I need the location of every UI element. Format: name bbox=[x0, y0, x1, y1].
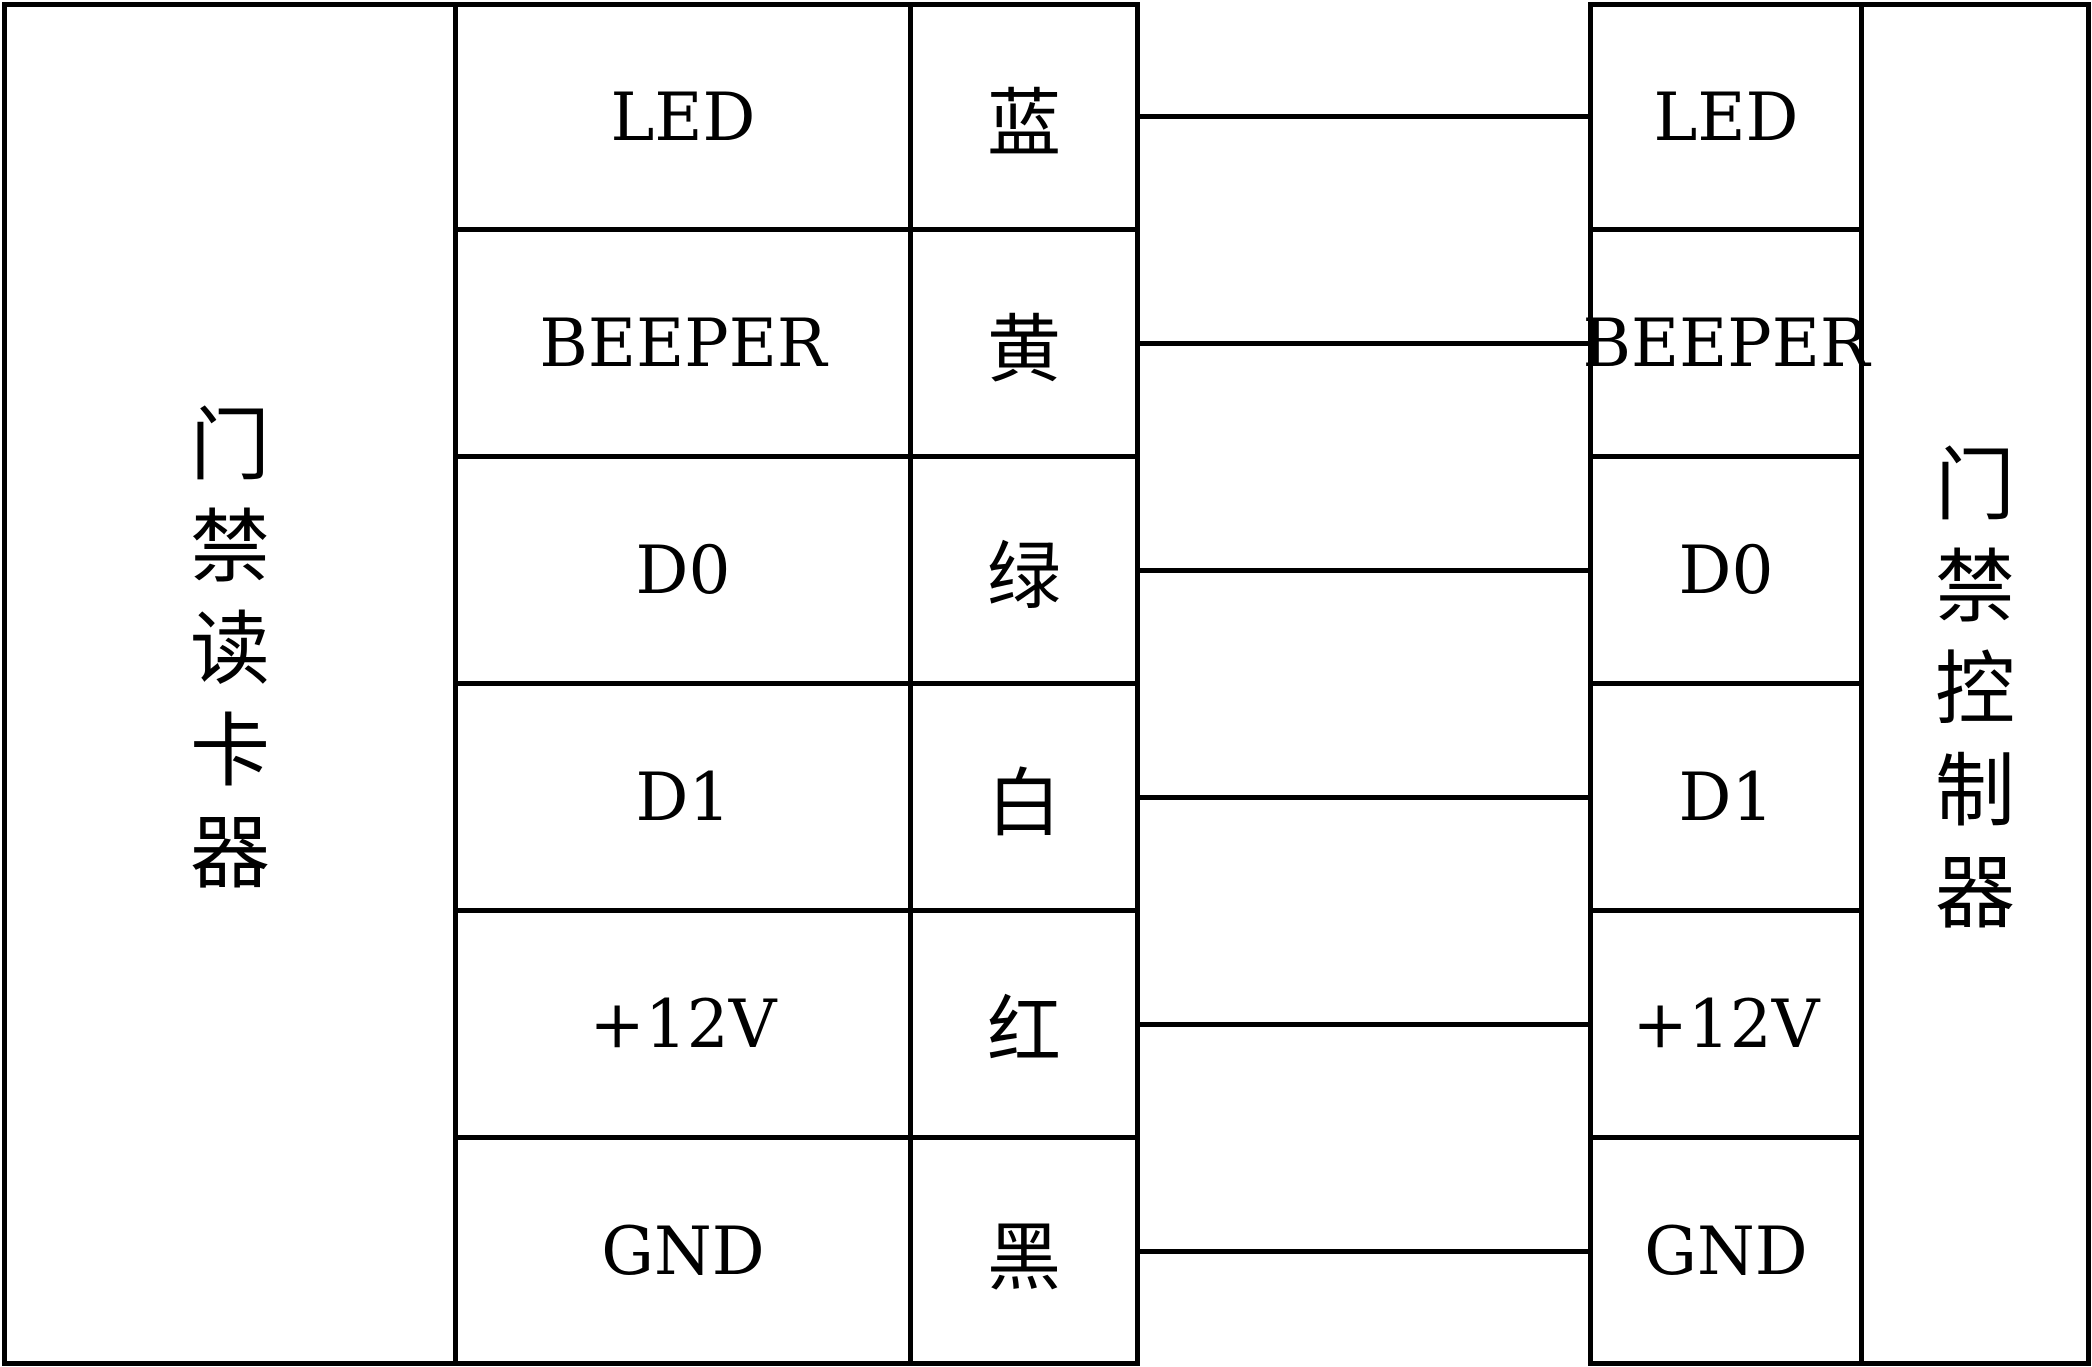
wire-gnd bbox=[1140, 1249, 1590, 1254]
wire-color-black: 黑 bbox=[987, 1214, 1061, 1301]
reader-row-divider bbox=[453, 681, 1140, 686]
reader-title-char: 读 bbox=[190, 603, 270, 696]
controller-title-char: 禁 bbox=[1935, 541, 2015, 634]
reader-title-char: 禁 bbox=[190, 501, 270, 594]
reader-pin-d0: D0 bbox=[635, 531, 731, 609]
controller-pin-12v: +12V bbox=[1632, 985, 1820, 1063]
controller-row-divider bbox=[1588, 908, 1864, 913]
controller-row-divider bbox=[1588, 1135, 1864, 1140]
controller-title-char: 制 bbox=[1935, 745, 2015, 838]
wire-d0 bbox=[1140, 568, 1590, 573]
controller-title-char: 器 bbox=[1935, 847, 2015, 940]
wire-color-white: 白 bbox=[987, 760, 1061, 847]
reader-title-char: 卡 bbox=[190, 705, 270, 798]
reader-title-char: 器 bbox=[190, 807, 270, 900]
controller-pin-d0: D0 bbox=[1678, 531, 1774, 609]
controller-row-divider bbox=[1588, 681, 1864, 686]
controller-pin-led: LED bbox=[1653, 78, 1799, 156]
wire-beeper bbox=[1140, 341, 1590, 346]
reader-row-divider bbox=[453, 908, 1140, 913]
reader-pin-d1: D1 bbox=[635, 758, 731, 836]
reader-pin-beeper: BEEPER bbox=[539, 304, 827, 382]
controller-title: 门 禁 控 制 器 bbox=[1905, 420, 2045, 960]
reader-title-char: 门 bbox=[190, 399, 270, 492]
controller-pin-gnd: GND bbox=[1644, 1212, 1808, 1290]
controller-row-divider bbox=[1588, 454, 1864, 459]
wire-color-red: 红 bbox=[987, 987, 1061, 1074]
reader-pin-led: LED bbox=[610, 78, 756, 156]
reader-pin-gnd: GND bbox=[601, 1212, 765, 1290]
wire-d1 bbox=[1140, 795, 1590, 800]
reader-pin-12v: +12V bbox=[589, 985, 777, 1063]
wire-color-blue: 蓝 bbox=[987, 80, 1061, 167]
wire-color-green: 绿 bbox=[987, 533, 1061, 620]
wire-led bbox=[1140, 114, 1590, 119]
controller-title-char: 门 bbox=[1935, 439, 2015, 532]
card-reader-title: 门 禁 读 卡 器 bbox=[160, 380, 300, 920]
wire-12v bbox=[1140, 1022, 1590, 1027]
reader-row-divider bbox=[453, 1135, 1140, 1140]
reader-row-divider bbox=[453, 227, 1140, 232]
controller-title-char: 控 bbox=[1935, 643, 2015, 736]
wire-color-yellow: 黄 bbox=[987, 306, 1061, 393]
controller-row-divider bbox=[1588, 227, 1864, 232]
reader-row-divider bbox=[453, 454, 1140, 459]
controller-pin-d1: D1 bbox=[1678, 758, 1774, 836]
controller-pin-beeper: BEEPER bbox=[1582, 304, 1870, 382]
